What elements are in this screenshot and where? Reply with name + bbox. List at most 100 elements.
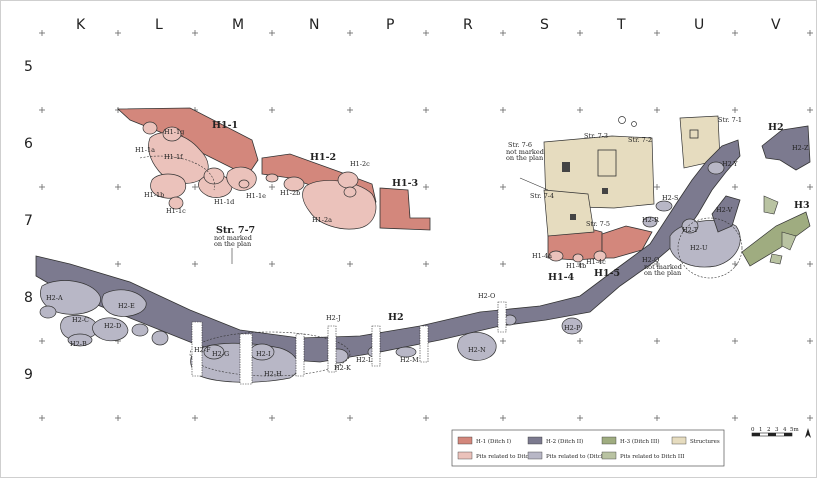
pit-h1-1g bbox=[142, 121, 158, 135]
label-h2-e: H2-E bbox=[118, 302, 135, 310]
legend-label: H-3 (Ditch III) bbox=[620, 438, 659, 445]
scale-tick: 2 bbox=[767, 427, 771, 433]
legend-swatch bbox=[671, 436, 687, 445]
label-h2-y: H2-Y bbox=[722, 160, 738, 168]
ditch-3-group bbox=[741, 195, 811, 267]
label-h2-l: H2-L bbox=[356, 356, 373, 364]
label-h2-a: H2-A bbox=[46, 294, 63, 302]
scale-tick: 1 bbox=[759, 427, 763, 433]
structure-7-2-outline bbox=[597, 149, 617, 177]
pit-h1-4b bbox=[572, 253, 584, 263]
label-h1-4b: H1-4b bbox=[566, 262, 586, 270]
pit bbox=[39, 305, 57, 319]
section-trench bbox=[419, 325, 429, 363]
legend-swatch bbox=[527, 436, 543, 445]
pit-h1-2c bbox=[337, 171, 359, 189]
grid-crosses bbox=[39, 30, 813, 421]
label-h2-o: H2-O bbox=[478, 292, 495, 300]
label-h2: H2 bbox=[768, 122, 784, 133]
pit-h2-a bbox=[40, 280, 101, 315]
label-h2-g: H2-G bbox=[212, 350, 229, 358]
label-h2-main: H2 bbox=[388, 312, 404, 323]
label-str-7-6-note: on the plan bbox=[506, 154, 543, 162]
label-h1-2c: H1-2c bbox=[350, 160, 370, 168]
label-h2-t: H2-T bbox=[682, 226, 699, 234]
legend-label: Pits related to (Ditch II) bbox=[546, 453, 613, 460]
column-label: R bbox=[463, 17, 473, 33]
post-hole bbox=[618, 116, 626, 124]
legend-label: H-1 (Ditch I) bbox=[476, 438, 511, 445]
row-headers: 5 6 7 8 9 bbox=[24, 59, 33, 383]
pit-h2-e bbox=[101, 289, 147, 317]
label-h1-1d: H1-1d bbox=[214, 198, 234, 206]
column-label: L bbox=[155, 17, 163, 33]
label-h1-1f: H1-1f bbox=[164, 153, 183, 161]
label-h1-1g: H1-1g bbox=[164, 128, 184, 136]
label-h2-b: H2-B bbox=[70, 340, 87, 348]
section-trench bbox=[295, 333, 305, 377]
label-h2-p: H2-P bbox=[564, 324, 581, 332]
label-h2-q-note: on the plan bbox=[644, 269, 681, 277]
section-trench bbox=[497, 301, 507, 333]
label-h1-2b: H1-2b bbox=[280, 189, 300, 197]
label-str-7-6-note: not marked bbox=[506, 148, 544, 156]
row-label: 7 bbox=[24, 213, 33, 229]
label-h1-4a: H1-4a bbox=[532, 252, 552, 260]
legend-swatch bbox=[601, 451, 617, 460]
scale-bar-segment bbox=[752, 433, 760, 436]
column-label: K bbox=[76, 17, 86, 33]
label-h2-q: H2-Q bbox=[642, 256, 659, 264]
pit-h1-2b bbox=[283, 176, 305, 192]
ditch-h2-z bbox=[761, 125, 811, 171]
pit-h2-b bbox=[67, 333, 93, 347]
label-h2-i: H2-I bbox=[256, 350, 271, 358]
label-h2-d: H2-D bbox=[104, 322, 121, 330]
pit-h2-r bbox=[642, 216, 658, 228]
ditch-h2-v bbox=[711, 195, 741, 233]
legend-box bbox=[451, 429, 725, 467]
ditch-h3 bbox=[741, 211, 811, 267]
outline-h2-q bbox=[677, 217, 743, 279]
label-str-7-7: Str. 7-7 bbox=[216, 225, 255, 236]
legend-label: Pits related to Ditch I bbox=[476, 454, 536, 460]
column-label: U bbox=[694, 17, 704, 33]
label-str-7-7-note: not marked bbox=[214, 234, 252, 242]
pit-h3 bbox=[763, 195, 779, 215]
column-label: S bbox=[540, 17, 549, 33]
label-str-7-2: Str. 7-2 bbox=[628, 136, 652, 144]
label-h1-1c: H1-1c bbox=[166, 207, 186, 215]
label-h1-5: H1-5 bbox=[594, 268, 620, 279]
label-h2-r: H2-R bbox=[642, 216, 660, 224]
legend-label: Structures bbox=[690, 439, 720, 445]
column-label: N bbox=[309, 17, 319, 33]
structures-group bbox=[543, 115, 721, 237]
post-hole bbox=[631, 121, 637, 127]
section-trench bbox=[191, 321, 203, 377]
label-h2-j: H2-J bbox=[326, 314, 341, 322]
pit-h2-g bbox=[203, 344, 225, 360]
label-h1-1b: H1-1b bbox=[144, 191, 164, 199]
legend-swatch bbox=[527, 451, 543, 460]
row-label: 8 bbox=[24, 290, 33, 306]
scale-bar-segment bbox=[784, 433, 792, 436]
post-hole bbox=[602, 188, 608, 194]
pit-h2-d bbox=[92, 317, 129, 342]
label-str-7-1: Str. 7-1 bbox=[718, 116, 742, 124]
pit-h2-s bbox=[655, 200, 673, 212]
column-label: T bbox=[616, 17, 626, 33]
scale-bar: 0 1 2 3 4 5m bbox=[751, 427, 811, 438]
label-h1-1a: H1-1a bbox=[135, 146, 155, 154]
column-headers: K L M N P R S T U V bbox=[76, 17, 781, 33]
pit bbox=[162, 126, 182, 142]
ditch-h1-3 bbox=[379, 187, 431, 231]
label-str-7-6: Str. 7-6 bbox=[508, 141, 532, 149]
label-h3: H3 bbox=[794, 200, 810, 211]
label-h2-z: H2-Z bbox=[792, 144, 809, 152]
pit bbox=[238, 179, 250, 189]
row-label: 6 bbox=[24, 136, 33, 152]
label-h2-v: H2-V bbox=[716, 206, 733, 214]
row-label: 5 bbox=[24, 59, 33, 75]
label-str-7-4: Str. 7-4 bbox=[530, 192, 554, 200]
outline bbox=[139, 155, 215, 191]
legend-label: H-2 (Ditch II) bbox=[546, 438, 583, 445]
